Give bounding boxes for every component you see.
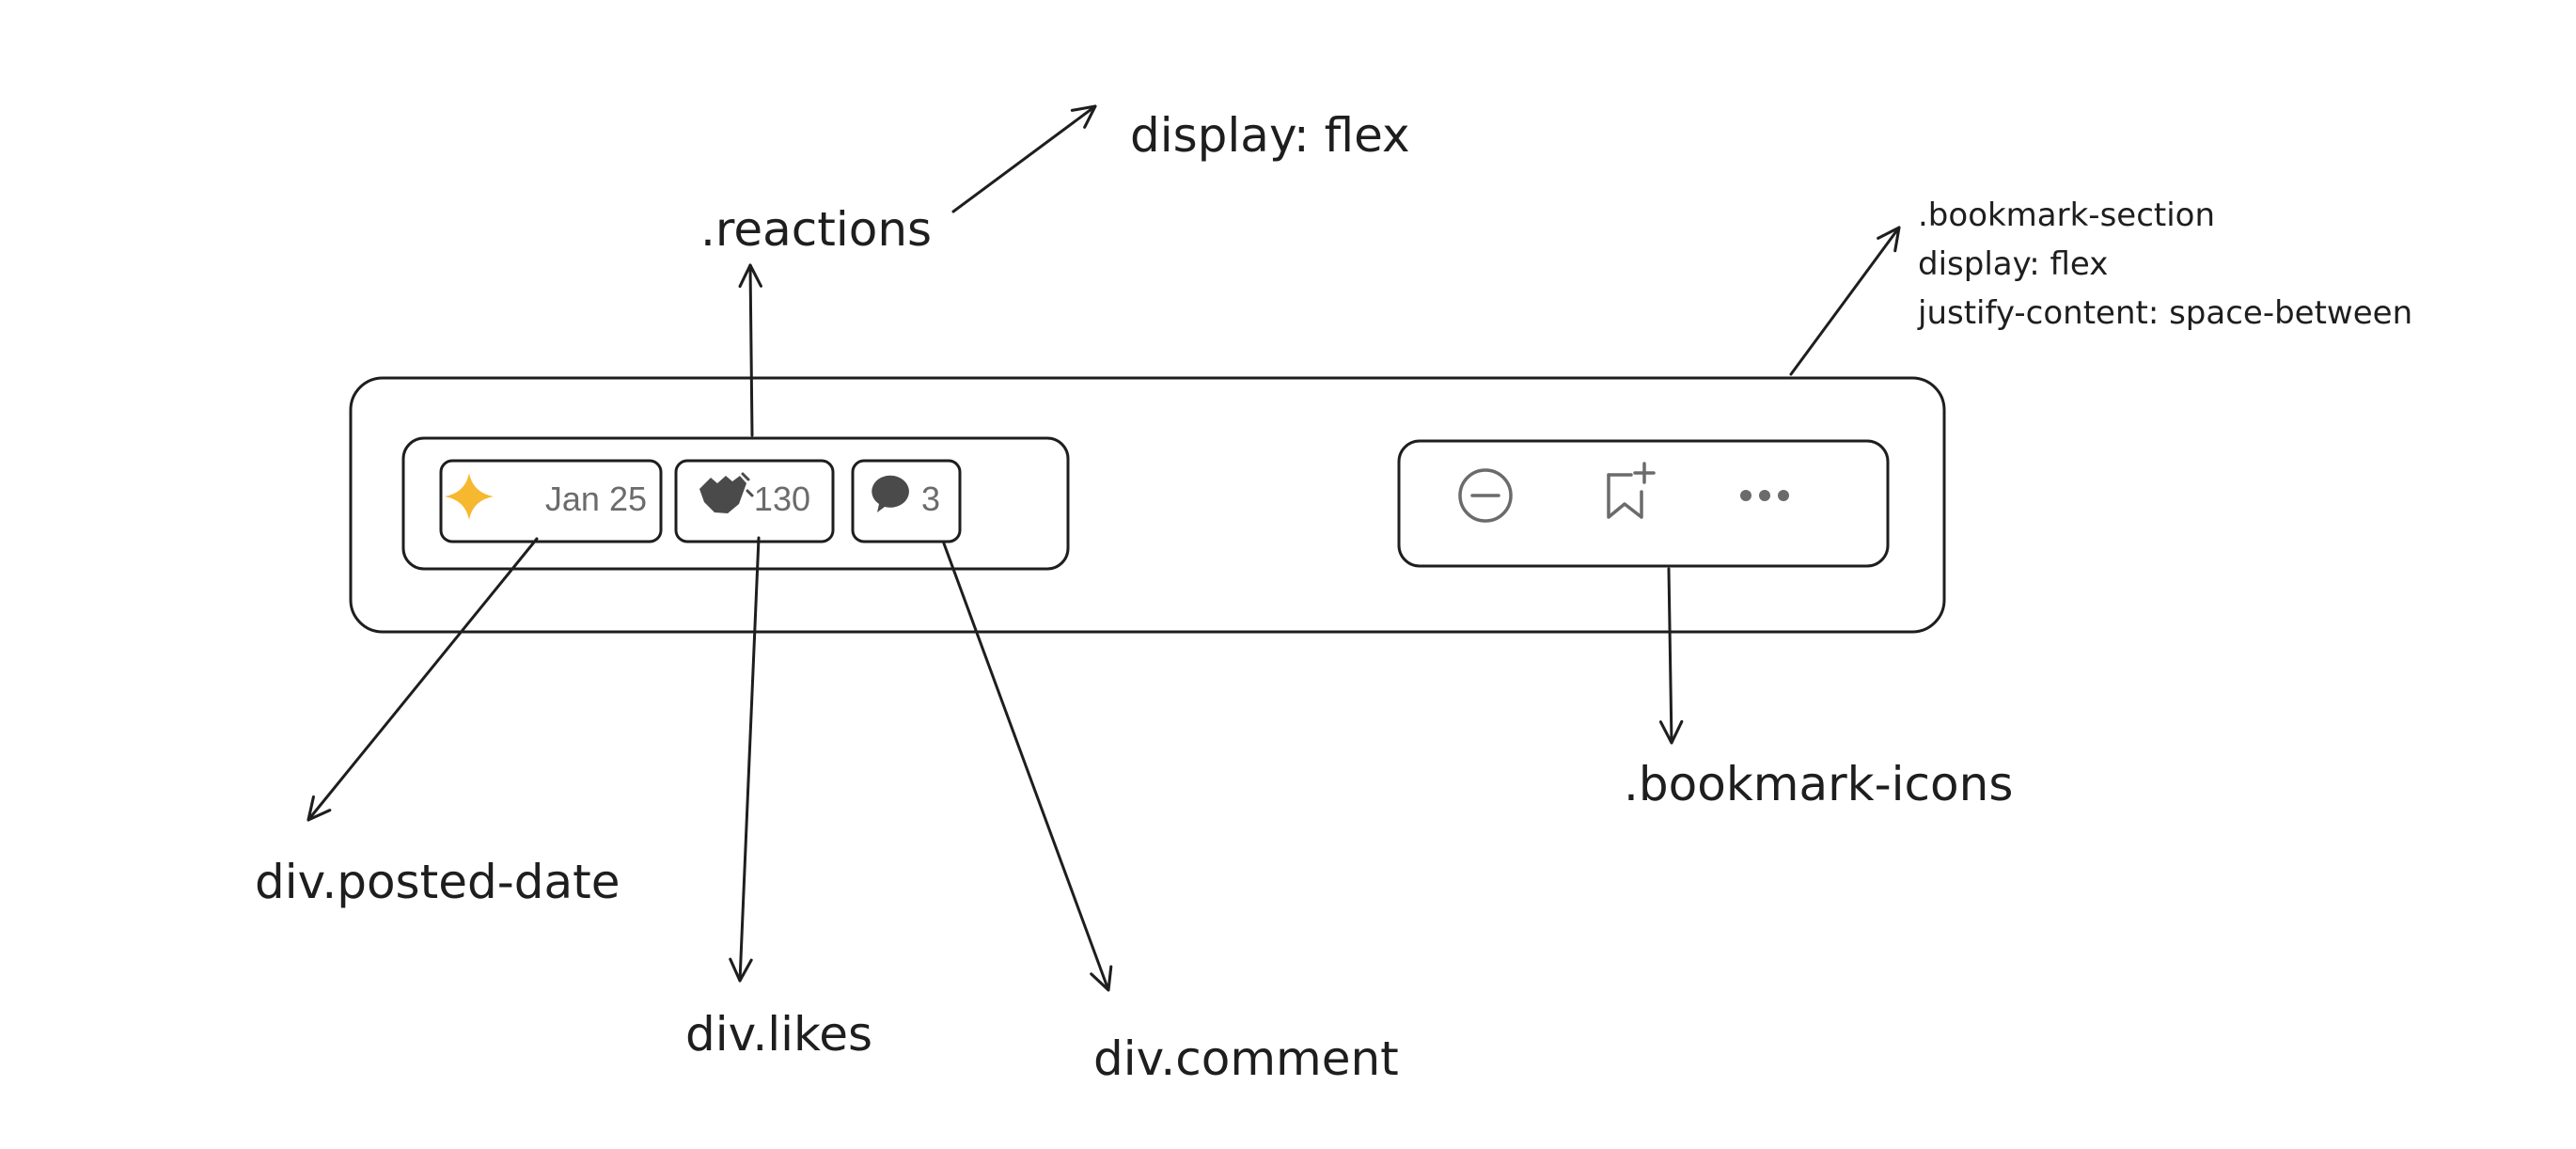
arrow-to-bookmark-icons bbox=[1658, 567, 1684, 745]
likes-count-text: 130 bbox=[754, 480, 810, 518]
bookmark-section-label-line-3: justify-content: space-between bbox=[1917, 294, 2412, 332]
bookmark-icons-label: .bookmark-icons bbox=[1624, 757, 2013, 811]
arrow-to-reactions bbox=[738, 263, 762, 437]
arrow-to-likes bbox=[729, 536, 761, 983]
comment-count-text: 3 bbox=[921, 480, 940, 518]
minus-circle-icon[interactable] bbox=[1458, 468, 1513, 523]
outer-container bbox=[349, 376, 1946, 634]
arrow-to-display-flex bbox=[951, 104, 1097, 213]
posted-date-pill: Jan 25 bbox=[439, 459, 663, 543]
bookmark-section-label-line-2: display: flex bbox=[1918, 245, 2108, 283]
arrow-to-posted-date bbox=[306, 537, 539, 822]
display-flex-label: display: flex bbox=[1130, 108, 1410, 163]
sparkle-icon bbox=[445, 473, 494, 520]
clap-icon bbox=[699, 472, 754, 513]
arrow-to-bookmark-section bbox=[1789, 226, 1901, 376]
bookmark-icons-container bbox=[1397, 439, 1890, 568]
posted-date-label: div.posted-date bbox=[255, 855, 620, 909]
arrow-to-comment bbox=[942, 542, 1113, 992]
bookmark-add-icon[interactable] bbox=[1607, 462, 1656, 519]
likes-label: div.likes bbox=[685, 1007, 872, 1062]
comment-pill: 3 bbox=[851, 459, 962, 543]
comment-label: div.comment bbox=[1093, 1031, 1399, 1086]
likes-pill: 130 bbox=[674, 459, 835, 543]
bookmark-section-label-line-1: .bookmark-section bbox=[1918, 197, 2215, 234]
speech-bubble-icon bbox=[872, 475, 909, 512]
more-dots-icon[interactable] bbox=[1740, 490, 1789, 501]
reactions-container bbox=[401, 436, 1070, 571]
reactions-label: .reactions bbox=[700, 202, 932, 257]
posted-date-text: Jan 25 bbox=[545, 480, 647, 518]
